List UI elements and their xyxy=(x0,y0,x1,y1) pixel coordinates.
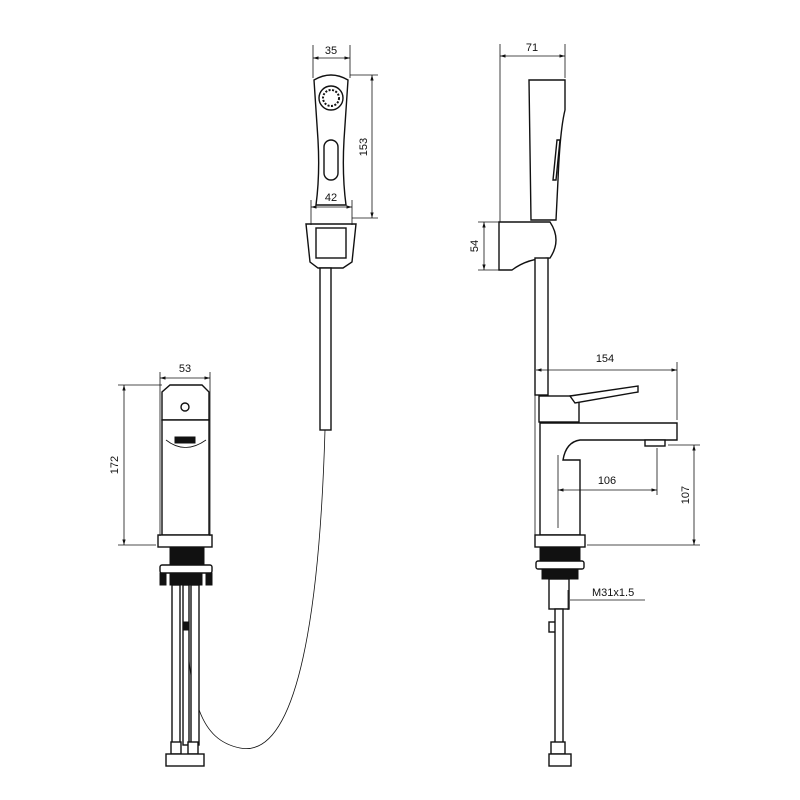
dim-faucet-height: 172 xyxy=(109,456,121,474)
dim-holder-width: 42 xyxy=(325,192,337,204)
faucet-side-view: 71 54 154 106 107 M31x1.5 xyxy=(469,42,700,767)
dim-faucet-width: 53 xyxy=(179,363,191,375)
dim-spout-height: 107 xyxy=(680,486,692,504)
dim-handshower-height: 153 xyxy=(358,138,370,156)
dim-reach-total: 154 xyxy=(596,353,614,365)
handshower-front-view: 35 153 42 xyxy=(185,45,378,749)
dim-spout-reach: 106 xyxy=(598,475,616,487)
dim-holder-height: 54 xyxy=(469,240,481,252)
faucet-front-view: 53 172 xyxy=(109,363,213,767)
thread-spec: M31x1.5 xyxy=(592,587,634,599)
dim-handshower-depth: 71 xyxy=(526,42,538,54)
dim-handshower-width: 35 xyxy=(325,45,337,57)
